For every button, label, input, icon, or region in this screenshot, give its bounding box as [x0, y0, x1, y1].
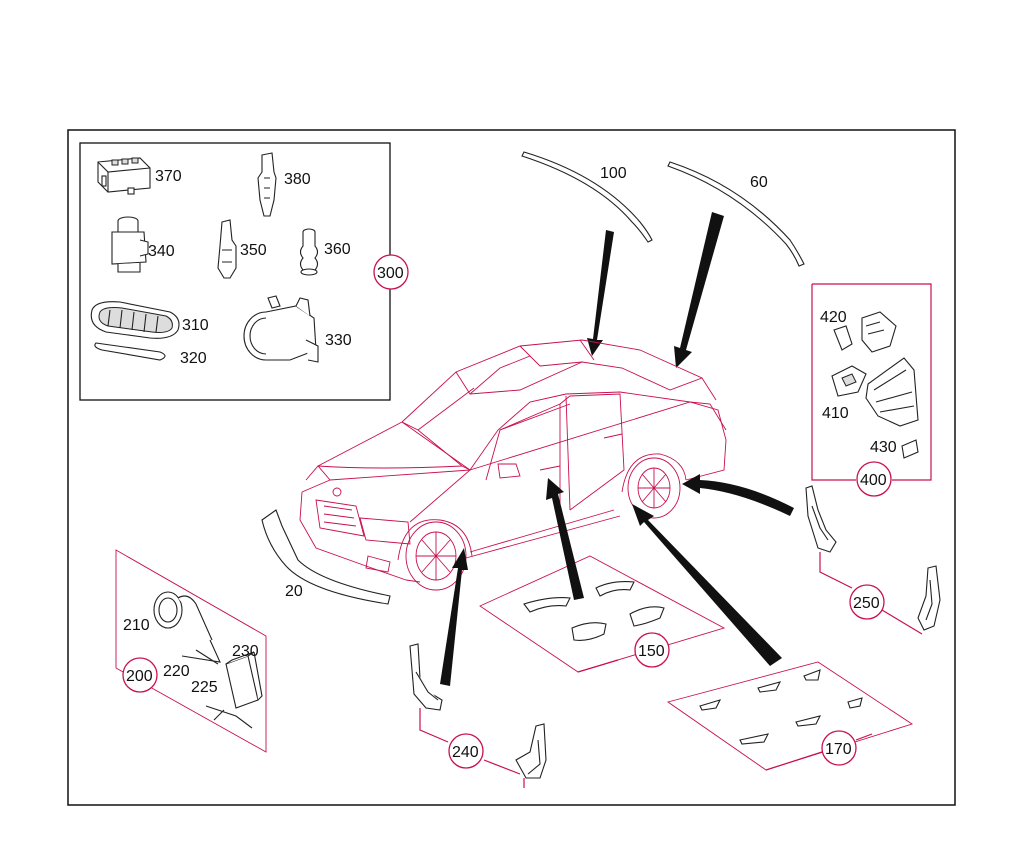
part-310-grille[interactable] — [90, 301, 180, 339]
callout-300[interactable] — [373, 254, 409, 290]
part-60-roof-trim[interactable] — [667, 161, 805, 267]
part-370-relay[interactable] — [97, 157, 151, 195]
label-170: 170 — [825, 741, 852, 758]
part-350-terminal[interactable] — [217, 219, 237, 279]
arrow-150 — [546, 478, 584, 600]
part-330-foglamp[interactable] — [243, 295, 319, 363]
label-370: 370 — [155, 168, 182, 185]
part-320-trim[interactable] — [94, 342, 166, 361]
arrow-60 — [674, 212, 724, 368]
label-320: 320 — [180, 350, 207, 367]
group-300: 370 380 340 350 360 — [79, 142, 409, 401]
label-330: 330 — [325, 332, 352, 349]
part-225-connector[interactable] — [205, 705, 253, 729]
part-250-mudflap-left[interactable] — [805, 485, 837, 553]
callout-200[interactable] — [122, 657, 158, 693]
part-410-cover[interactable] — [831, 365, 867, 397]
label-200: 200 — [126, 668, 153, 685]
part-420-lamp-bracket[interactable] — [833, 311, 897, 353]
label-210: 210 — [123, 617, 150, 634]
callout-250[interactable] — [849, 584, 885, 620]
part-340-switch[interactable] — [111, 216, 149, 273]
group-200: 210 220 230 225 200 — [115, 549, 267, 753]
label-350: 350 — [240, 242, 267, 259]
label-410: 410 — [822, 405, 849, 422]
callout-170[interactable] — [821, 730, 857, 766]
label-300: 300 — [377, 265, 404, 282]
label-60: 60 — [750, 174, 768, 191]
group-170: 170 — [666, 661, 914, 771]
part-210-sensor-ring[interactable] — [153, 591, 213, 641]
arrow-240 — [440, 548, 468, 686]
callout-150[interactable] — [634, 632, 670, 668]
label-250: 250 — [853, 595, 880, 612]
group-250: 250 — [805, 485, 941, 635]
label-400: 400 — [860, 472, 887, 489]
part-380-terminal[interactable] — [257, 152, 277, 217]
label-380: 380 — [284, 171, 311, 188]
part-240-mudflap-right[interactable] — [515, 723, 547, 779]
callout-240[interactable] — [448, 733, 484, 769]
label-430: 430 — [870, 439, 897, 456]
label-225: 225 — [191, 679, 218, 696]
part-400-tail-lamp[interactable] — [865, 357, 919, 427]
label-100: 100 — [600, 165, 627, 182]
label-150: 150 — [638, 643, 665, 660]
group-150: 150 — [479, 555, 726, 673]
part-100-roof-trim[interactable] — [521, 151, 653, 243]
part-220-wire[interactable] — [181, 639, 221, 665]
part-250-mudflap-right[interactable] — [917, 565, 941, 631]
vehicle-outline — [299, 339, 727, 591]
label-240: 240 — [452, 744, 479, 761]
label-420: 420 — [820, 309, 847, 326]
diagram-frame — [67, 129, 956, 806]
part-240-mudflap-left[interactable] — [409, 643, 443, 711]
label-310: 310 — [182, 317, 209, 334]
group-400: 420 410 430 400 — [811, 283, 932, 497]
part-20-front-spoiler[interactable] — [261, 509, 391, 605]
label-230: 230 — [232, 643, 259, 660]
part-230-control-unit[interactable] — [225, 651, 263, 709]
part-360-grommet[interactable] — [299, 228, 319, 276]
arrow-170 — [632, 504, 782, 666]
arrow-400 — [682, 474, 794, 516]
callout-400[interactable] — [856, 461, 892, 497]
label-360: 360 — [324, 241, 351, 258]
part-430-label[interactable] — [901, 439, 919, 459]
label-20: 20 — [285, 583, 303, 600]
label-220: 220 — [163, 663, 190, 680]
arrow-100 — [587, 230, 614, 356]
label-340: 340 — [148, 243, 175, 260]
part-170-trim-pieces[interactable] — [699, 669, 863, 745]
part-150-handles[interactable] — [523, 581, 665, 641]
group-240: 240 — [409, 643, 547, 788]
